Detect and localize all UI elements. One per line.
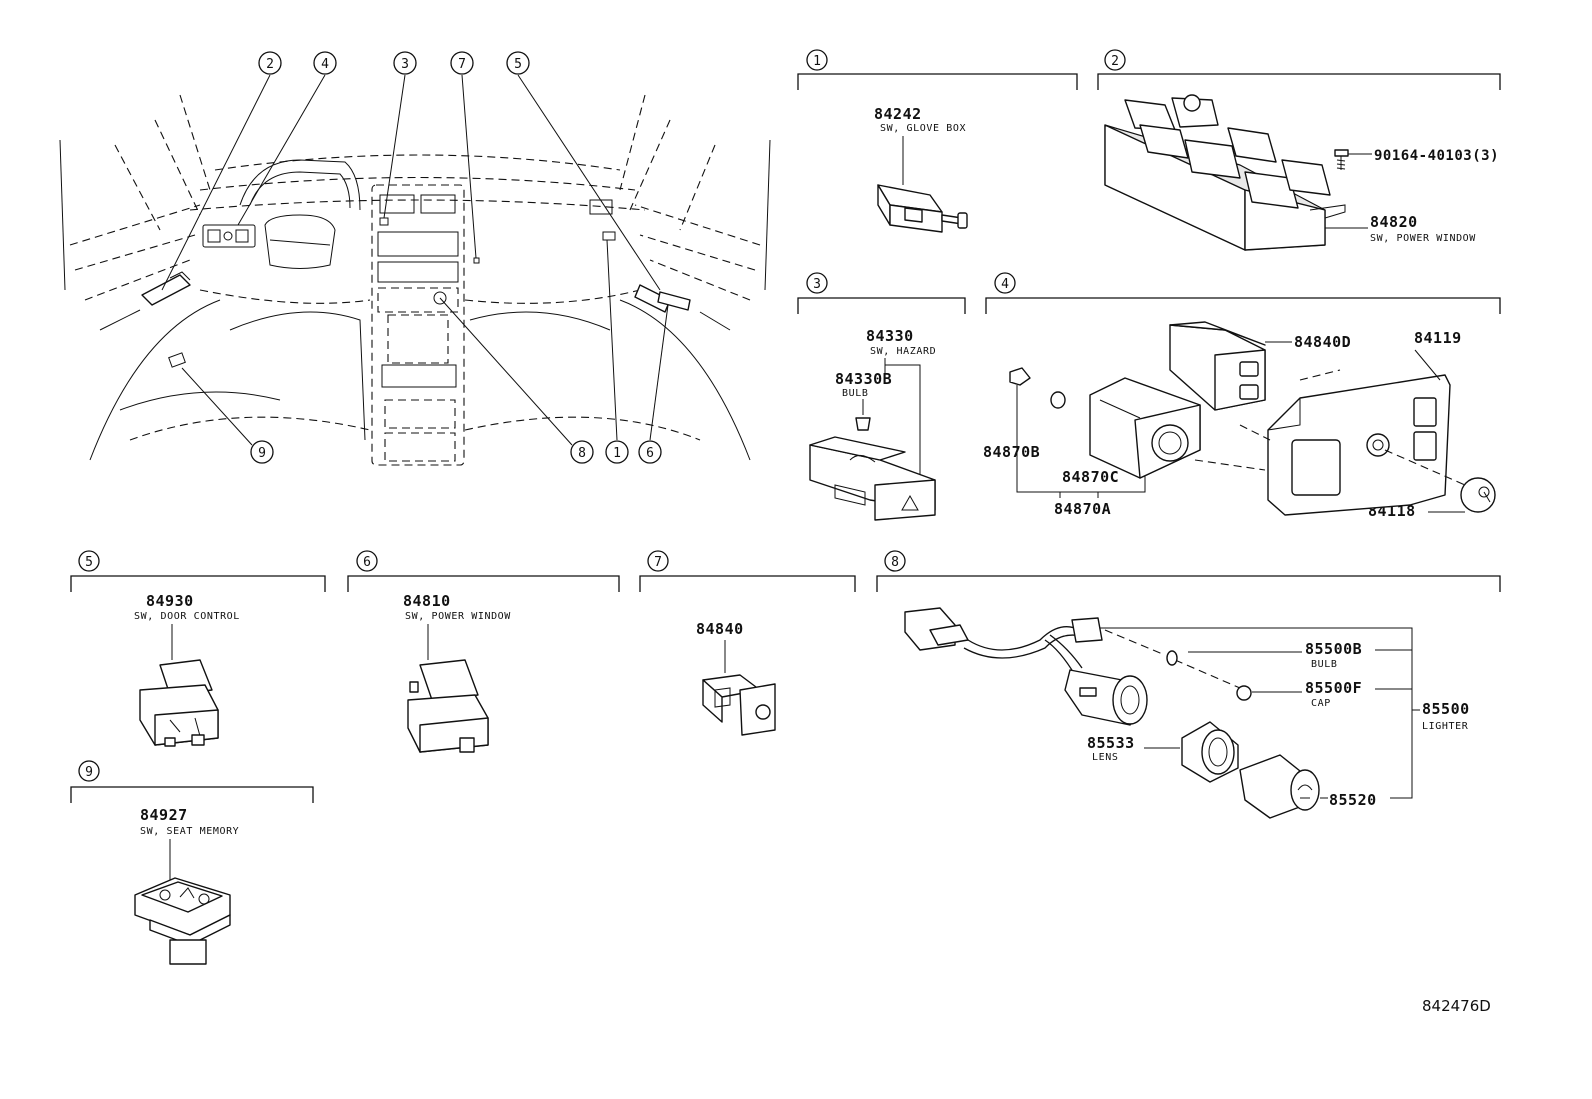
lighter-socket-drawing bbox=[904, 607, 1148, 726]
svg-text:5: 5 bbox=[514, 57, 522, 72]
lighter-plug-85520-drawing bbox=[1239, 754, 1320, 819]
section-2: 2 90164-40103(3) 84820 SW, POWER WINDOW bbox=[1097, 49, 1501, 251]
hazard-switch-drawing bbox=[809, 417, 936, 521]
overview-callout-9: 9 bbox=[250, 440, 274, 464]
screw-drawing bbox=[1334, 149, 1349, 170]
part-desc-hazard: SW, HAZARD bbox=[870, 346, 936, 357]
part-number-84119: 84119 bbox=[1414, 329, 1462, 347]
section-9: 9 84927 SW, SEAT MEMORY bbox=[70, 760, 314, 965]
part-desc-seat-memory: SW, SEAT MEMORY bbox=[140, 826, 239, 837]
svg-text:2: 2 bbox=[1111, 54, 1119, 69]
svg-text:3: 3 bbox=[813, 277, 821, 292]
svg-text:8: 8 bbox=[891, 555, 899, 570]
svg-text:1: 1 bbox=[613, 446, 621, 461]
part-desc-cap: CAP bbox=[1311, 698, 1331, 709]
svg-text:3: 3 bbox=[401, 57, 409, 72]
part-number-84242: 84242 bbox=[874, 105, 922, 123]
part-number-85520: 85520 bbox=[1329, 791, 1377, 809]
section-3: 3 84330 SW, HAZARD 84330B BULB bbox=[797, 272, 966, 521]
cap-84870C-drawing bbox=[1050, 391, 1066, 409]
part-desc-power-window: SW, POWER WINDOW bbox=[1370, 233, 1476, 244]
overview-callout-7: 7 bbox=[450, 51, 474, 75]
part-number-84870B: 84870B bbox=[983, 443, 1040, 461]
part-number-84840D: 84840D bbox=[1294, 333, 1351, 351]
part-desc-glove-box: SW, GLOVE BOX bbox=[880, 123, 966, 134]
power-window-switch-drawing bbox=[407, 659, 489, 753]
svg-text:4: 4 bbox=[1001, 277, 1009, 292]
section-8: 8 85500B BULB 85500F CAP 85500 LIGHTER 8… bbox=[876, 550, 1501, 819]
part-number-85500F: 85500F bbox=[1305, 679, 1362, 697]
svg-text:4: 4 bbox=[321, 57, 329, 72]
svg-text:5: 5 bbox=[85, 555, 93, 570]
svg-text:8: 8 bbox=[578, 446, 586, 461]
part-number-84870A: 84870A bbox=[1054, 500, 1111, 518]
part-desc-lens: LENS bbox=[1092, 752, 1118, 763]
bolt-84870B-drawing bbox=[1009, 367, 1031, 386]
part-number-84840: 84840 bbox=[696, 620, 744, 638]
svg-text:9: 9 bbox=[258, 446, 266, 461]
lens-85533-drawing bbox=[1181, 721, 1239, 783]
mirror-control-84870-drawing bbox=[1089, 377, 1201, 479]
bulb-85500B-drawing bbox=[1166, 650, 1178, 666]
part-desc-lighter: LIGHTER bbox=[1422, 721, 1469, 732]
mirror-switch-84840D-drawing bbox=[1169, 321, 1266, 411]
overview-callout-8: 8 bbox=[570, 440, 594, 464]
part-number-84927: 84927 bbox=[140, 806, 188, 824]
part-number-90164-40103: 90164-40103(3) bbox=[1374, 148, 1499, 164]
part-desc-bulb: BULB bbox=[842, 388, 868, 399]
section-1: 1 84242 SW, GLOVE BOX bbox=[797, 49, 1078, 233]
svg-text:6: 6 bbox=[363, 555, 371, 570]
knob-84118-drawing bbox=[1460, 477, 1496, 513]
overview-callout-5: 5 bbox=[506, 51, 530, 75]
switch-bezel-84119-drawing bbox=[1267, 374, 1451, 516]
part-number-85500B: 85500B bbox=[1305, 640, 1362, 658]
part-number-84820: 84820 bbox=[1370, 213, 1418, 231]
part-desc-bulb-8: BULB bbox=[1311, 659, 1337, 670]
section-6: 6 84810 SW, POWER WINDOW bbox=[347, 550, 620, 753]
drawing-number: 842476D bbox=[1422, 997, 1491, 1015]
section-4: 4 84840D 84119 84870B 84870C 84870A 8411… bbox=[983, 272, 1501, 520]
section-7: 7 84840 bbox=[639, 550, 856, 736]
svg-text:1: 1 bbox=[813, 54, 821, 69]
power-window-master-switch-drawing bbox=[1104, 94, 1346, 251]
svg-text:7: 7 bbox=[458, 57, 466, 72]
door-control-switch-drawing bbox=[139, 659, 219, 747]
switch-84840-drawing bbox=[702, 674, 776, 736]
overview-callout-2: 2 bbox=[258, 51, 282, 75]
overview-leaders bbox=[161, 74, 669, 446]
svg-text:2: 2 bbox=[266, 57, 274, 72]
part-number-84870C: 84870C bbox=[1062, 468, 1119, 486]
part-desc-door-control: SW, DOOR CONTROL bbox=[134, 611, 240, 622]
section-5: 5 84930 SW, DOOR CONTROL bbox=[70, 550, 326, 747]
cap-85500F-drawing bbox=[1236, 685, 1252, 701]
overview-callout-1: 1 bbox=[605, 440, 629, 464]
overview-callout-6: 6 bbox=[638, 440, 662, 464]
part-number-85500: 85500 bbox=[1422, 700, 1470, 718]
part-desc-power-window-6: SW, POWER WINDOW bbox=[405, 611, 511, 622]
glove-box-switch-drawing bbox=[877, 184, 968, 233]
overview-callout-4: 4 bbox=[313, 51, 337, 75]
part-number-84330B: 84330B bbox=[835, 370, 892, 388]
svg-text:9: 9 bbox=[85, 765, 93, 780]
svg-text:6: 6 bbox=[646, 446, 654, 461]
overview-callout-3: 3 bbox=[393, 51, 417, 75]
part-number-85533: 85533 bbox=[1087, 734, 1135, 752]
part-number-84930: 84930 bbox=[146, 592, 194, 610]
svg-text:7: 7 bbox=[654, 555, 662, 570]
part-number-84330: 84330 bbox=[866, 327, 914, 345]
part-number-84810: 84810 bbox=[403, 592, 451, 610]
seat-memory-switch-drawing bbox=[134, 877, 231, 965]
